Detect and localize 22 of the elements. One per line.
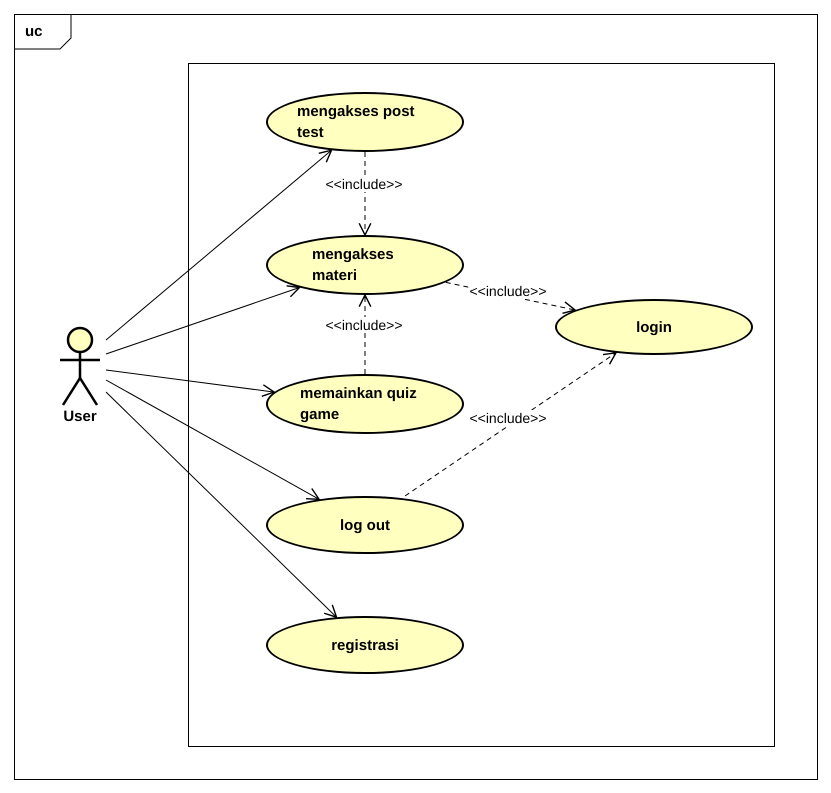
system-boundary	[188, 63, 775, 747]
arrow	[106, 285, 300, 354]
edge-label: <<include>>	[468, 410, 548, 426]
arrow	[106, 150, 332, 340]
edge-label: <<include>>	[468, 283, 548, 299]
use-case-name: mengakses materi	[312, 245, 395, 286]
arrow	[106, 380, 320, 500]
use-case-name: mengakses post test	[297, 102, 416, 143]
frame-label: uc	[25, 23, 43, 40]
edge-label: <<include>>	[324, 317, 404, 333]
use-case-name: memainkan quiz game	[300, 384, 418, 425]
use-case-name: registrasi	[330, 636, 400, 656]
dashed-arrow	[358, 294, 372, 374]
dashed-arrow	[404, 352, 617, 496]
arrow	[106, 392, 338, 618]
diagram-frame	[14, 14, 818, 780]
arrow	[106, 370, 275, 398]
use-case-name: login	[635, 318, 673, 338]
dashed-arrow	[358, 152, 372, 236]
use-case-name: log out	[339, 516, 391, 536]
edge-label: <<include>>	[324, 176, 404, 192]
actor-name: User	[62, 408, 98, 425]
